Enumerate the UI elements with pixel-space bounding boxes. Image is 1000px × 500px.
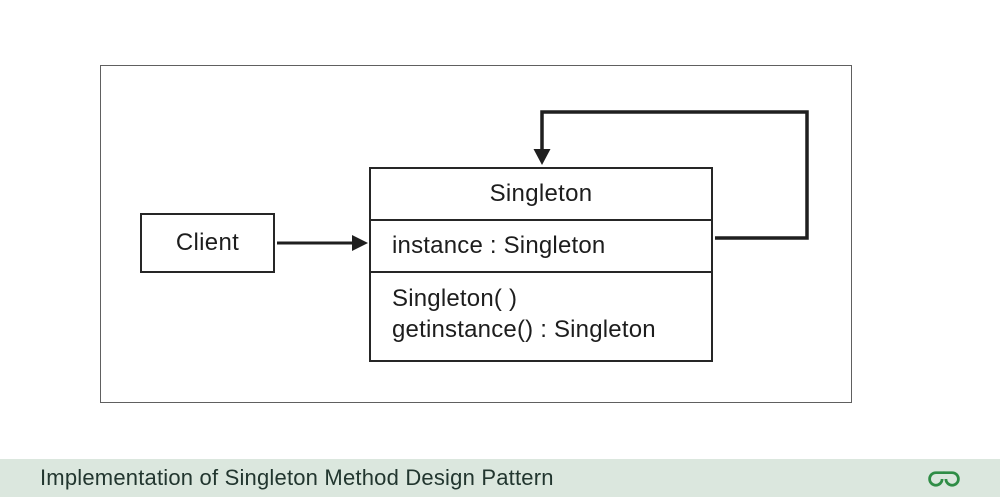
footer-caption-text: Implementation of Singleton Method Desig… — [40, 465, 554, 490]
geeksforgeeks-logo-left-g — [928, 471, 945, 487]
singleton-methods-compartment: Singleton( ) getinstance() : Singleton — [371, 273, 711, 360]
geeksforgeeks-logo-icon — [928, 471, 960, 487]
singleton-class-name-compartment: Singleton — [371, 169, 711, 221]
singleton-class-name: Singleton — [489, 180, 593, 207]
singleton-attributes-compartment: instance : Singleton — [371, 221, 711, 273]
singleton-class-box: Singleton instance : Singleton Singleton… — [369, 167, 713, 362]
footer-caption-bar: Implementation of Singleton Method Desig… — [0, 459, 1000, 497]
singleton-attribute-instance: instance : Singleton — [392, 232, 606, 259]
singleton-method-getinstance: getinstance() : Singleton — [392, 316, 656, 343]
client-class-label: Client — [175, 229, 240, 256]
geeksforgeeks-logo-right-g — [943, 471, 960, 487]
client-class-box: Client — [140, 213, 275, 273]
singleton-method-constructor: Singleton( ) — [392, 285, 518, 312]
